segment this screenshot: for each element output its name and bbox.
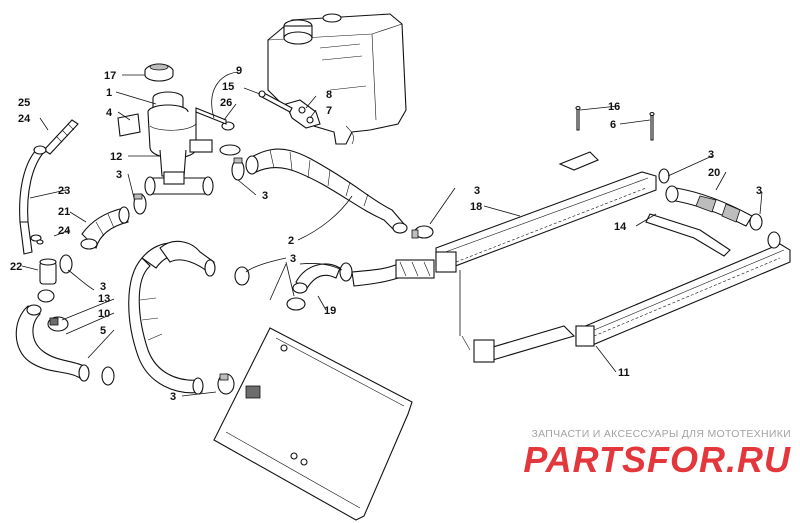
callout-26: 26 (220, 97, 232, 109)
fitting (39, 258, 57, 285)
callout-14: 14 (614, 221, 627, 233)
bleed-screw (575, 105, 581, 131)
hose-clamp (101, 366, 115, 386)
callout-3: 3 (290, 253, 296, 265)
hose-clamp (217, 373, 235, 395)
callout-24: 24 (18, 113, 31, 125)
decal (117, 113, 141, 137)
bolt (258, 90, 293, 113)
hose-clamp (339, 262, 353, 282)
callout-3: 3 (116, 169, 122, 181)
upper-hose (245, 148, 408, 234)
bleed-screw (649, 111, 655, 141)
callout-18: 18 (470, 201, 482, 213)
rear-hose (665, 185, 753, 227)
callout-4: 4 (106, 107, 113, 119)
callout-16: 16 (608, 101, 620, 113)
hose-clamp (47, 316, 69, 332)
callout-25: 25 (18, 97, 30, 109)
callout-3: 3 (756, 185, 762, 197)
hose-clamp (286, 297, 306, 311)
callout-6: 6 (610, 119, 616, 131)
callout-10: 10 (98, 308, 110, 320)
callout-24: 24 (58, 225, 71, 237)
hose-clamp (749, 213, 763, 231)
callout-11: 11 (618, 367, 630, 379)
heat-exchanger-lower (575, 243, 791, 347)
hose-clamp (411, 225, 434, 239)
callout-15: 15 (222, 81, 234, 93)
callout-3: 3 (262, 190, 268, 202)
watermark-logo-text: PARTSFOR.RU (523, 439, 791, 480)
callout-22: 22 (10, 261, 22, 273)
clamp-small (195, 107, 235, 131)
callout-3: 3 (170, 391, 176, 403)
callout-13: 13 (98, 293, 110, 305)
radiator-cap (144, 63, 174, 82)
front-tube (461, 325, 576, 363)
callout-8: 8 (326, 89, 332, 101)
cross-member (645, 213, 731, 257)
callout-3: 3 (708, 149, 714, 161)
callout-1: 1 (106, 87, 112, 99)
elbow-hose (80, 206, 130, 250)
hose-clamp (59, 254, 73, 274)
bleed-hose (19, 119, 79, 255)
lower-left-hose (15, 304, 90, 382)
s-hose (128, 240, 216, 395)
callout-5: 5 (100, 325, 106, 337)
callout-20: 20 (708, 167, 720, 179)
callout-9: 9 (236, 65, 242, 77)
callout-19: 19 (324, 305, 336, 317)
hose-clamp (219, 144, 241, 156)
tee-fitting (144, 171, 214, 196)
callout-labels: 17 1 4 12 3 9 15 26 8 7 3 2 3 18 25 24 2… (10, 65, 762, 403)
coolant-reservoir (267, 13, 407, 145)
callout-17: 17 (104, 70, 116, 82)
filler-neck (147, 91, 213, 177)
watermark-subtitle: ЗАПЧАСТИ И АКСЕССУАРЫ ДЛЯ МОТОТЕХНИКИ (531, 428, 791, 440)
outlet-pipe (351, 259, 435, 287)
watermark-logo: PARTSFOR.RU (523, 439, 791, 480)
callout-7: 7 (326, 105, 332, 117)
callout-3: 3 (100, 281, 106, 293)
hose-clamp (767, 231, 781, 249)
skid-plate (213, 327, 413, 521)
hose-clamp (658, 168, 670, 184)
leader-lines (21, 71, 763, 397)
callout-2: 2 (288, 235, 294, 247)
reservoir-bracket (285, 99, 321, 129)
hose-clamp (37, 289, 55, 303)
callout-12: 12 (110, 151, 122, 163)
hose-clamp (133, 193, 147, 215)
callout-3: 3 (474, 185, 480, 197)
hose-clamp (234, 266, 250, 286)
callout-23: 23 (58, 185, 70, 197)
heat-exchanger-upper (435, 151, 657, 273)
connector-hose (292, 263, 341, 294)
callout-21: 21 (58, 206, 70, 218)
hose-clamp (231, 157, 245, 181)
